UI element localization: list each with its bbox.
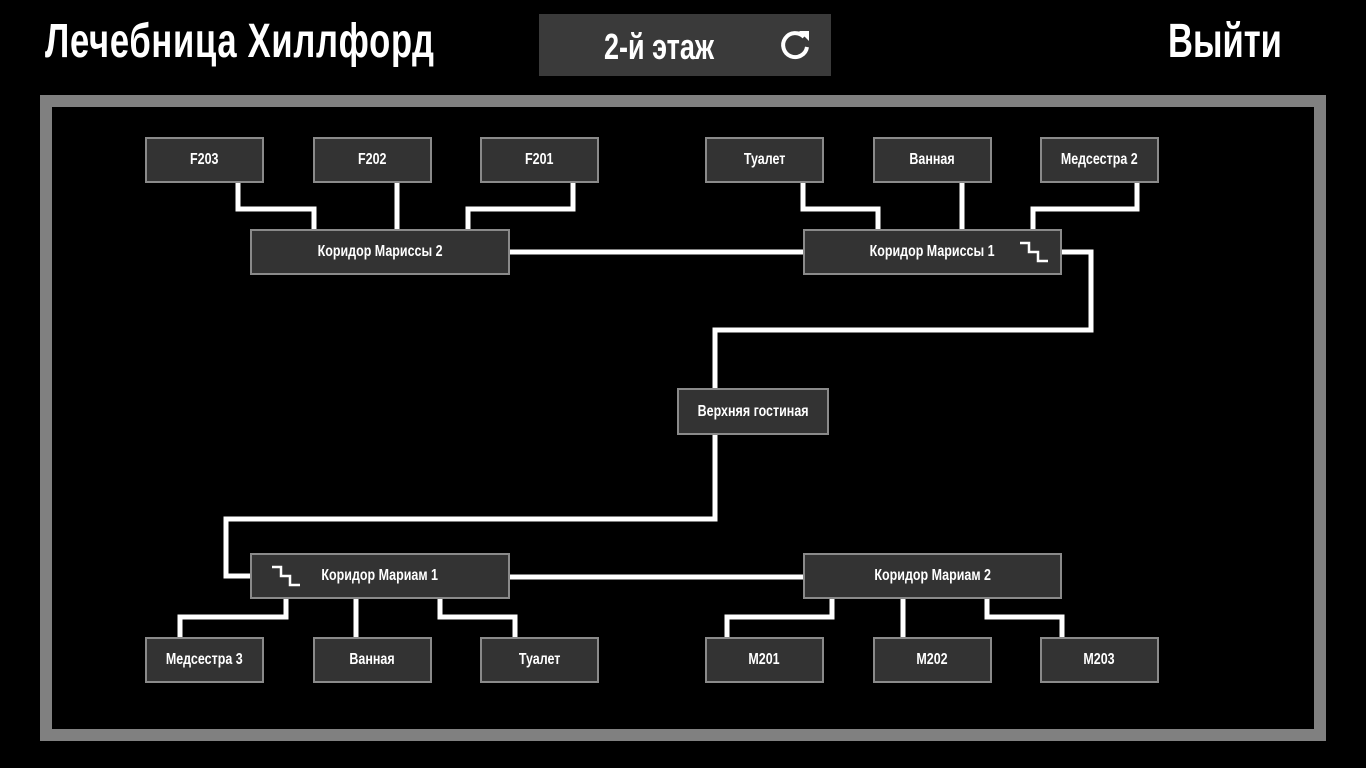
- connector: [1030, 182, 1140, 230]
- room-label: Верхняя гостиная: [697, 402, 809, 420]
- room-label: Туалет: [743, 151, 786, 168]
- room-corridor-marissa-1[interactable]: Коридор Мариссы 1: [803, 229, 1062, 275]
- exit-button[interactable]: Выйти: [1168, 15, 1282, 68]
- room-label: Медсестра 3: [166, 651, 243, 668]
- room-nurse-2[interactable]: Медсестра 2: [1040, 137, 1159, 183]
- connector: [724, 598, 835, 637]
- stairs-icon: [1020, 241, 1048, 263]
- room-label: F202: [358, 151, 387, 168]
- room-label: Коридор Мариссы 2: [317, 243, 443, 260]
- room-label: F203: [190, 151, 219, 168]
- connector: [712, 249, 1094, 389]
- floor-switch-button[interactable]: 2-й этаж: [539, 14, 831, 76]
- game-title: Лечебница Хиллфорд: [45, 15, 435, 68]
- connector: [437, 598, 518, 637]
- connector: [223, 434, 718, 579]
- room-toilet-top[interactable]: Туалет: [705, 137, 824, 183]
- room-label: Коридор Мариссы 1: [870, 243, 995, 260]
- room-upper-lounge[interactable]: Верхняя гостиная: [677, 388, 829, 435]
- room-corridor-mariam-2[interactable]: Коридор Мариам 2: [803, 553, 1062, 599]
- room-label: M203: [1083, 651, 1116, 668]
- connector: [235, 182, 317, 230]
- room-m202[interactable]: M202: [873, 637, 992, 683]
- room-nurse-3[interactable]: Медсестра 3: [145, 637, 264, 683]
- connector: [800, 182, 881, 230]
- room-m201[interactable]: M201: [705, 637, 824, 683]
- room-label: Медсестра 2: [1061, 151, 1138, 168]
- room-label: Коридор Мариам 2: [874, 567, 991, 584]
- room-label: F201: [525, 151, 554, 168]
- connector: [465, 182, 576, 230]
- room-label: Туалет: [518, 651, 561, 668]
- room-f202[interactable]: F202: [313, 137, 432, 183]
- room-label: Ванная: [909, 151, 956, 168]
- connector: [177, 598, 289, 637]
- room-label: M201: [748, 651, 781, 668]
- room-label: Ванная: [349, 651, 396, 668]
- room-bath-bottom[interactable]: Ванная: [313, 637, 432, 683]
- room-label: M202: [916, 651, 949, 668]
- room-label: Коридор Мариам 1: [321, 567, 439, 584]
- room-bath-top[interactable]: Ванная: [873, 137, 992, 183]
- connector: [984, 598, 1065, 637]
- floor-label: 2-й этаж: [603, 26, 715, 67]
- room-m203[interactable]: M203: [1040, 637, 1159, 683]
- room-corridor-mariam-1[interactable]: Коридор Мариам 1: [250, 553, 510, 599]
- room-toilet-bottom[interactable]: Туалет: [480, 637, 599, 683]
- room-f203[interactable]: F203: [145, 137, 264, 183]
- room-f201[interactable]: F201: [480, 137, 599, 183]
- refresh-icon[interactable]: [777, 27, 813, 63]
- stairs-icon: [272, 565, 300, 587]
- room-corridor-marissa-2[interactable]: Коридор Мариссы 2: [250, 229, 510, 275]
